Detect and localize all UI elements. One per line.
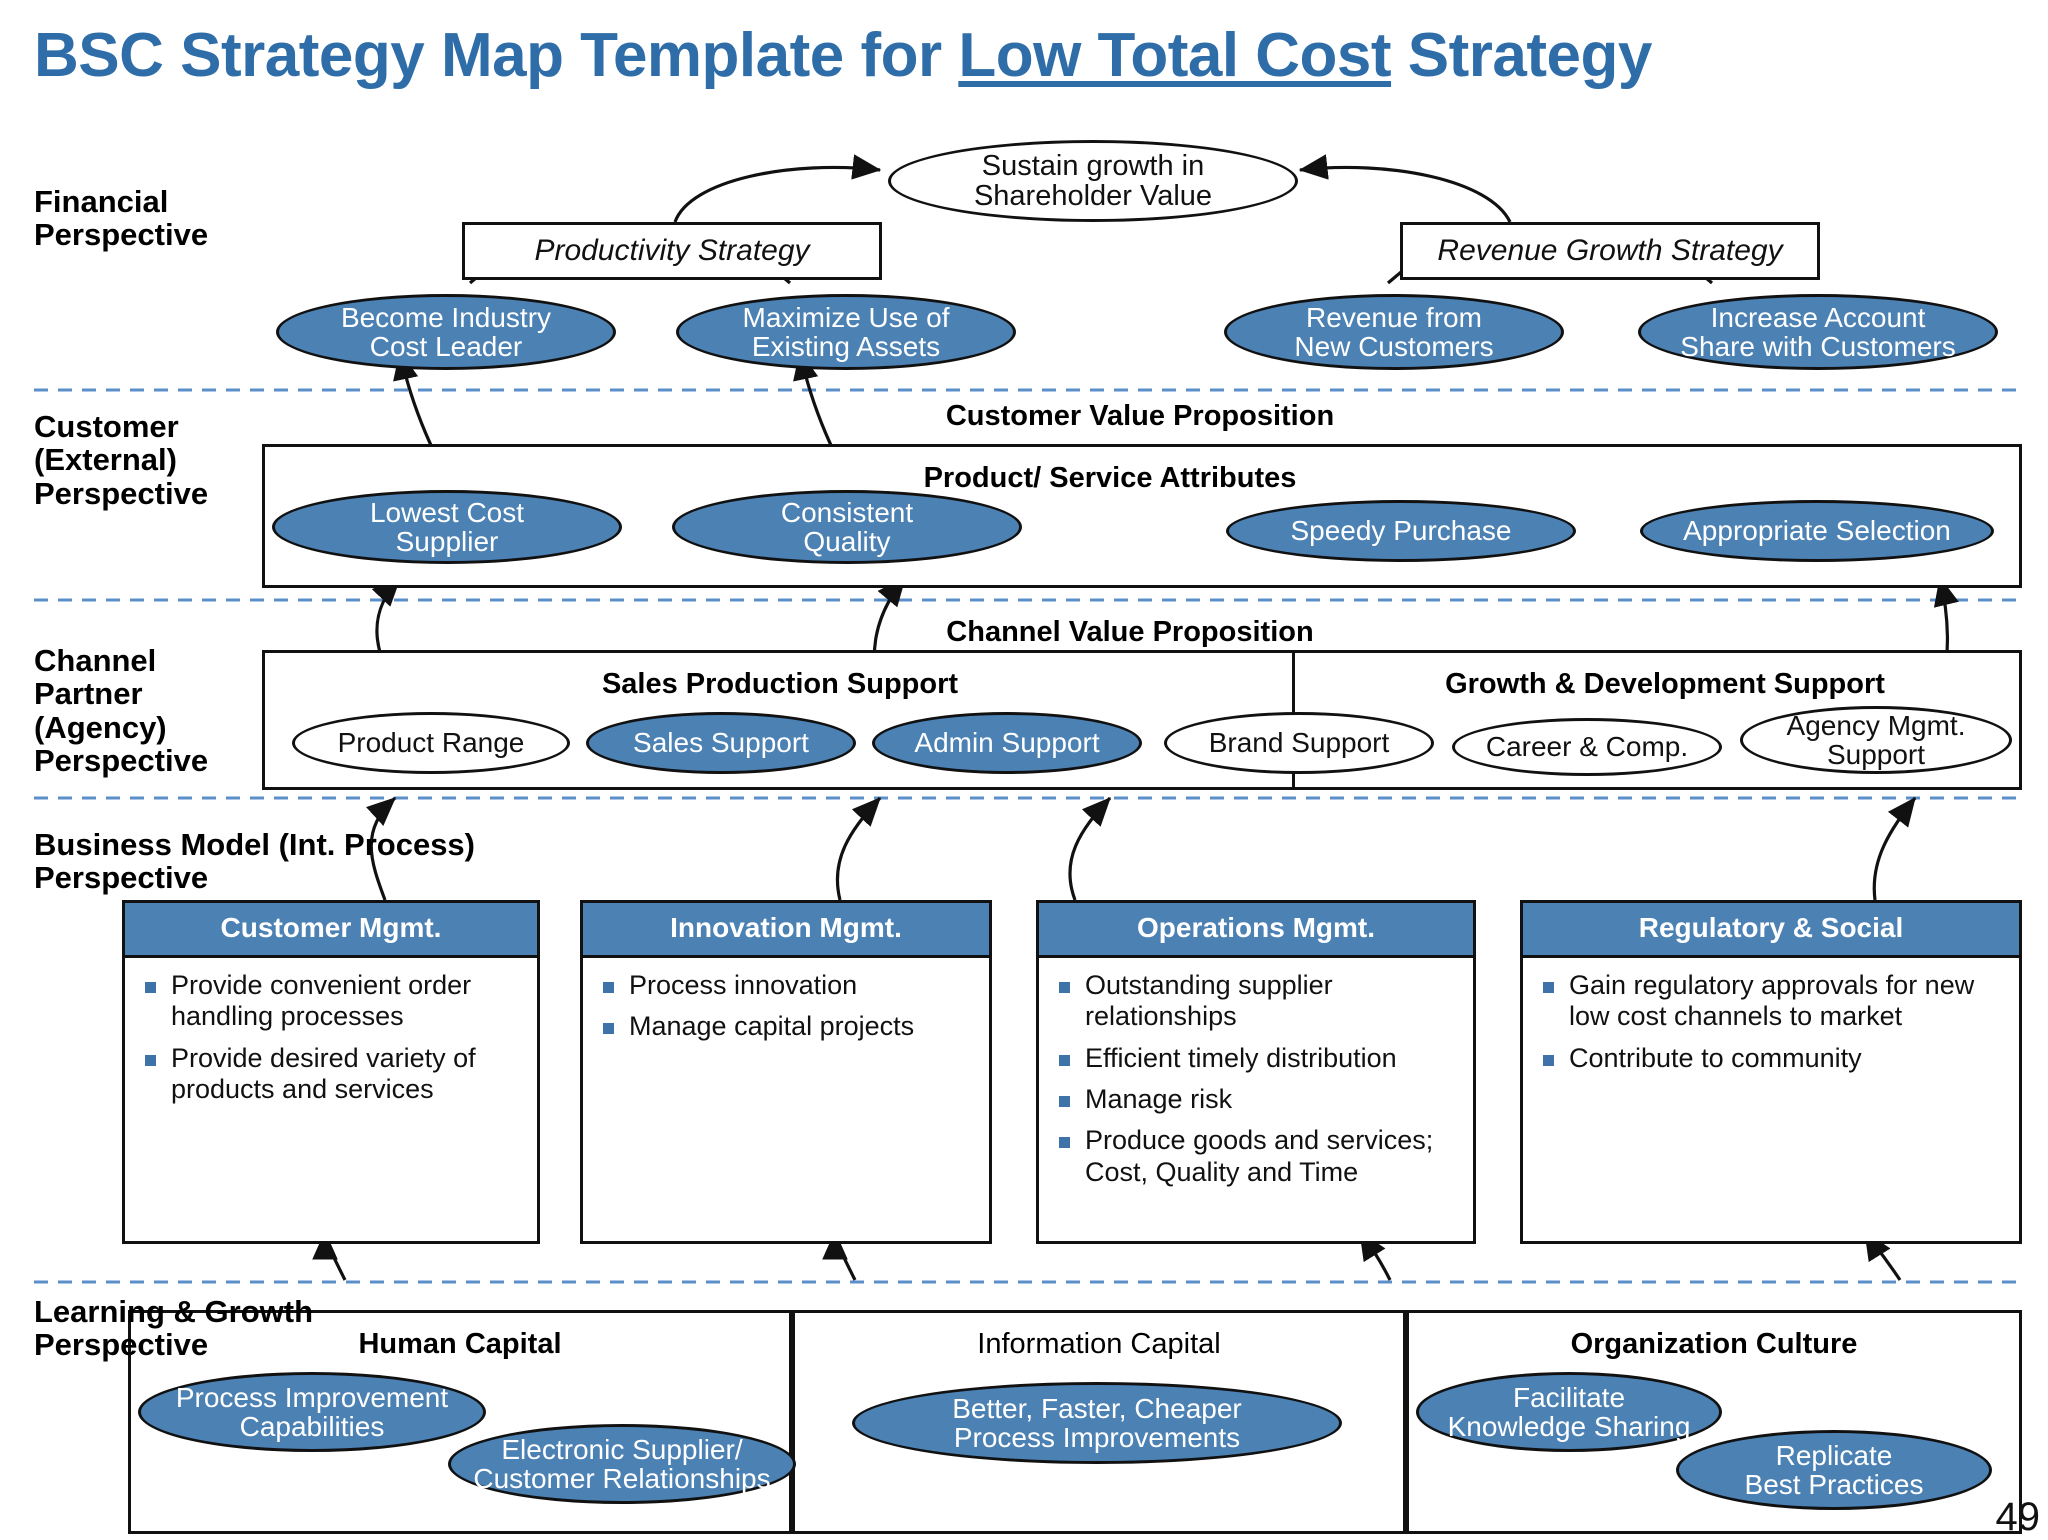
objective-maximize-use-of-existing-assets[interactable]: Maximize Use of Existing Assets bbox=[676, 294, 1016, 370]
process-card-regulatory-social[interactable]: Regulatory & Social Gain regulatory appr… bbox=[1520, 900, 2022, 1244]
customer-node-speedy-purchase-label: Speedy Purchase bbox=[1290, 515, 1512, 547]
list-item: Process innovation bbox=[599, 970, 975, 1001]
customer-node-lowest-cost-supplier-label: Lowest Cost Supplier bbox=[369, 496, 525, 557]
channel-node-brand-support-label: Brand Support bbox=[1208, 727, 1390, 759]
objective-revenue-from-new-customers-label: Revenue from New Customers bbox=[1294, 301, 1494, 362]
list-item: Provide convenient order handling proces… bbox=[141, 970, 523, 1033]
list-item: Manage risk bbox=[1055, 1084, 1459, 1115]
objective-become-industry-cost-leader[interactable]: Become Industry Cost Leader bbox=[276, 294, 616, 370]
objective-increase-account-share-label: Increase Account Share with Customers bbox=[1680, 301, 1956, 362]
lg-node-electronic-supplier-customer-relationships-label: Electronic Supplier/ Customer Relationsh… bbox=[473, 1433, 771, 1494]
page-number: 49 bbox=[1995, 1495, 2041, 1539]
process-card-regulatory-social-header: Regulatory & Social bbox=[1523, 903, 2019, 958]
customer-node-appropriate-selection-label: Appropriate Selection bbox=[1683, 515, 1951, 547]
customer-node-speedy-purchase[interactable]: Speedy Purchase bbox=[1226, 500, 1576, 562]
process-card-operations-mgmt[interactable]: Operations Mgmt. Outstanding supplier re… bbox=[1036, 900, 1476, 1244]
perspective-label-financial-line1: Financial Perspective bbox=[34, 184, 209, 253]
human-capital-title: Human Capital bbox=[358, 1328, 562, 1360]
perspective-label-learning-growth-text: Learning & Growth Perspective bbox=[34, 1294, 313, 1363]
channel-node-sales-support[interactable]: Sales Support bbox=[586, 712, 856, 774]
perspective-label-business-model-text: Business Model (Int. Process) Perspectiv… bbox=[34, 827, 475, 896]
process-card-innovation-mgmt[interactable]: Innovation Mgmt. Process innovation Mana… bbox=[580, 900, 992, 1244]
process-card-innovation-mgmt-body: Process innovation Manage capital projec… bbox=[583, 958, 989, 1053]
organization-culture-title: Organization Culture bbox=[1570, 1328, 1858, 1360]
channel-node-career-comp-label: Career & Comp. bbox=[1485, 731, 1689, 763]
perspective-label-business-model: Business Model (Int. Process) Perspectiv… bbox=[34, 828, 475, 895]
lg-node-replicate-best-practices-label: Replicate Best Practices bbox=[1744, 1439, 1924, 1500]
channel-node-agency-mgmt-support-label: Agency Mgmt. Support bbox=[1786, 709, 1966, 770]
objective-sustain-growth[interactable]: Sustain growth in Shareholder Value bbox=[888, 140, 1298, 222]
information-capital-title: Information Capital bbox=[977, 1328, 1221, 1360]
objective-sustain-growth-label: Sustain growth in Shareholder Value bbox=[973, 149, 1213, 212]
strategy-box-productivity[interactable]: Productivity Strategy bbox=[462, 222, 882, 280]
perspective-label-learning-growth: Learning & Growth Perspective bbox=[34, 1295, 313, 1362]
channel-node-agency-mgmt-support[interactable]: Agency Mgmt. Support bbox=[1740, 706, 2012, 774]
lg-node-facilitate-knowledge-sharing-label: Facilitate Knowledge Sharing bbox=[1447, 1381, 1691, 1442]
list-item: Gain regulatory approvals for new low co… bbox=[1539, 970, 2005, 1033]
process-card-customer-mgmt-header: Customer Mgmt. bbox=[125, 903, 537, 958]
perspective-label-customer: Customer (External) Perspective bbox=[34, 409, 209, 511]
title-part-underlined: Low Total Cost bbox=[958, 21, 1392, 90]
lg-node-better-faster-cheaper[interactable]: Better, Faster, Cheaper Process Improvem… bbox=[852, 1382, 1342, 1464]
channel-node-product-range-label: Product Range bbox=[337, 727, 525, 759]
process-card-operations-mgmt-body: Outstanding supplier relationships Effic… bbox=[1039, 958, 1473, 1198]
objective-maximize-use-of-existing-assets-label: Maximize Use of Existing Assets bbox=[742, 301, 950, 362]
lg-node-electronic-supplier-customer-relationships[interactable]: Electronic Supplier/ Customer Relationsh… bbox=[448, 1424, 796, 1504]
customer-node-appropriate-selection[interactable]: Appropriate Selection bbox=[1640, 500, 1994, 562]
list-item: Manage capital projects bbox=[599, 1011, 975, 1042]
sales-production-support-title: Sales Production Support bbox=[601, 668, 959, 700]
customer-node-lowest-cost-supplier[interactable]: Lowest Cost Supplier bbox=[272, 490, 622, 564]
customer-node-consistent-quality[interactable]: Consistent Quality bbox=[672, 490, 1022, 564]
list-item: Provide desired variety of products and … bbox=[141, 1043, 523, 1106]
list-item: Efficient timely distribution bbox=[1055, 1043, 1459, 1074]
channel-node-admin-support-label: Admin Support bbox=[914, 727, 1100, 759]
product-service-attributes-title: Product/ Service Attributes bbox=[923, 462, 1297, 494]
objective-become-industry-cost-leader-label: Become Industry Cost Leader bbox=[340, 301, 552, 362]
strategy-box-revenue-growth[interactable]: Revenue Growth Strategy bbox=[1400, 222, 1820, 280]
perspective-label-customer-text: Customer (External) Perspective bbox=[34, 409, 209, 511]
channel-node-brand-support[interactable]: Brand Support bbox=[1164, 712, 1434, 774]
lg-node-facilitate-knowledge-sharing[interactable]: Facilitate Knowledge Sharing bbox=[1416, 1372, 1722, 1452]
strategy-box-productivity-label: Productivity Strategy bbox=[534, 234, 810, 267]
channel-node-career-comp[interactable]: Career & Comp. bbox=[1452, 718, 1722, 776]
title-part-after: Strategy bbox=[1391, 21, 1653, 90]
channel-node-sales-support-label: Sales Support bbox=[633, 727, 809, 759]
lg-node-process-improvement-capabilities-label: Process Improvement Capabilities bbox=[175, 1381, 449, 1442]
growth-development-support-title: Growth & Development Support bbox=[1445, 668, 1885, 700]
process-card-regulatory-social-body: Gain regulatory approvals for new low co… bbox=[1523, 958, 2019, 1084]
channel-value-proposition-title: Channel Value Proposition bbox=[946, 616, 1314, 648]
process-card-operations-mgmt-header: Operations Mgmt. bbox=[1039, 903, 1473, 958]
customer-node-consistent-quality-label: Consistent Quality bbox=[780, 496, 914, 557]
perspective-label-channel: Channel Partner (Agency) Perspective bbox=[34, 644, 208, 778]
objective-revenue-from-new-customers[interactable]: Revenue from New Customers bbox=[1224, 294, 1564, 370]
list-item: Outstanding supplier relationships bbox=[1055, 970, 1459, 1033]
process-card-customer-mgmt-body: Provide convenient order handling proces… bbox=[125, 958, 537, 1115]
list-item: Contribute to community bbox=[1539, 1043, 2005, 1074]
strategy-box-revenue-growth-label: Revenue Growth Strategy bbox=[1437, 234, 1783, 267]
channel-node-admin-support[interactable]: Admin Support bbox=[872, 712, 1142, 774]
perspective-label-channel-text: Channel Partner (Agency) Perspective bbox=[34, 643, 209, 779]
customer-value-proposition-title: Customer Value Proposition bbox=[945, 400, 1335, 432]
process-card-customer-mgmt[interactable]: Customer Mgmt. Provide convenient order … bbox=[122, 900, 540, 1244]
title-part-before: BSC Strategy Map Template for bbox=[34, 21, 959, 90]
page-title: BSC Strategy Map Template for Low Total … bbox=[34, 20, 1994, 91]
channel-value-proposition-band bbox=[262, 650, 2022, 790]
list-item: Produce goods and services; Cost, Qualit… bbox=[1055, 1125, 1459, 1188]
lg-node-better-faster-cheaper-label: Better, Faster, Cheaper Process Improvem… bbox=[952, 1392, 1242, 1453]
perspective-label-financial: Financial Perspective bbox=[34, 185, 208, 252]
process-card-innovation-mgmt-header: Innovation Mgmt. bbox=[583, 903, 989, 958]
lg-node-replicate-best-practices[interactable]: Replicate Best Practices bbox=[1676, 1430, 1992, 1510]
objective-increase-account-share[interactable]: Increase Account Share with Customers bbox=[1638, 294, 1998, 370]
channel-node-product-range[interactable]: Product Range bbox=[292, 712, 570, 774]
lg-node-process-improvement-capabilities[interactable]: Process Improvement Capabilities bbox=[138, 1372, 486, 1452]
